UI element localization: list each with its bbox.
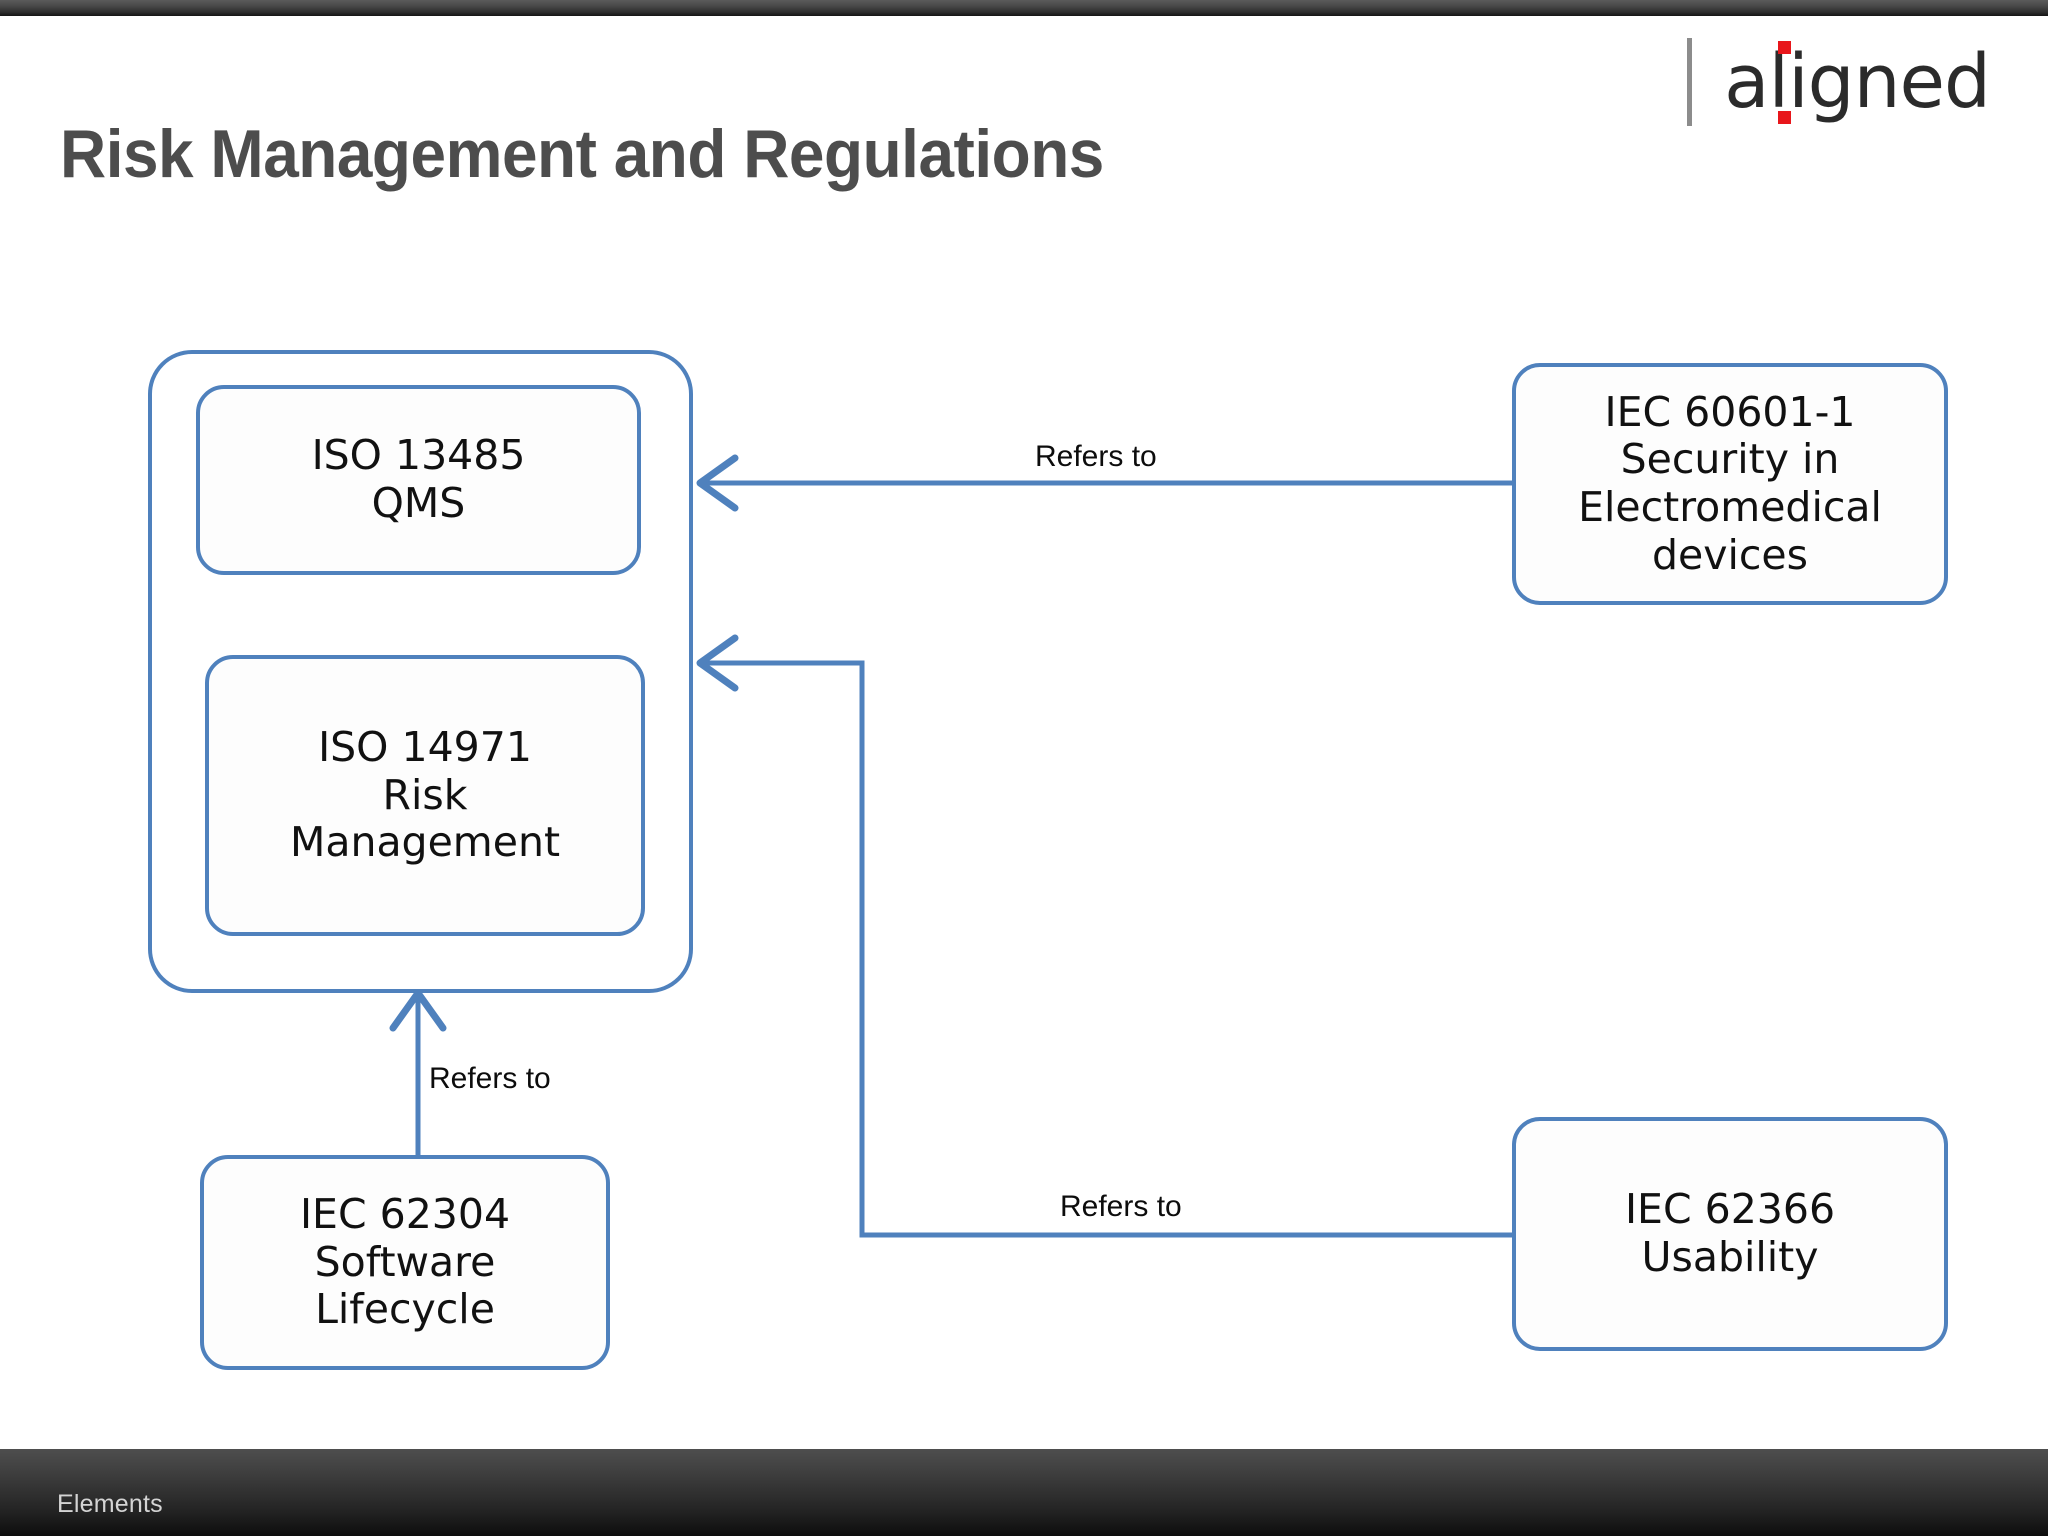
node-iso-13485-label: ISO 13485 QMS: [311, 431, 526, 527]
node-iec-62366-label: IEC 62366 Usability: [1624, 1185, 1836, 1281]
edge-label-iec60601-refers-to: Refers to: [1035, 440, 1157, 473]
brand-accent-dot-bottom-icon: [1778, 111, 1792, 124]
brand-logo: aligned: [1687, 38, 1991, 126]
window-top-bar: [0, 0, 2048, 16]
node-iec-60601-1-label: IEC 60601-1 Security in Electromedical d…: [1578, 387, 1882, 579]
connector-iec62366-to-container: [696, 634, 1512, 1238]
node-iec-62304[interactable]: IEC 62304 Software Lifecycle: [200, 1155, 610, 1370]
brand-accent-dot-top-icon: [1778, 41, 1792, 54]
page-title: Risk Management and Regulations: [60, 116, 1104, 192]
brand-wordmark: aligned: [1724, 41, 1991, 124]
status-bar-label: Elements: [57, 1490, 163, 1518]
node-iso-14971[interactable]: ISO 14971 Risk Management: [205, 655, 645, 936]
node-iso-13485[interactable]: ISO 13485 QMS: [196, 385, 641, 575]
brand-wordmark-text: aligned: [1724, 39, 1991, 125]
node-iso-14971-label: ISO 14971 Risk Management: [289, 723, 561, 867]
node-iec-60601-1[interactable]: IEC 60601-1 Security in Electromedical d…: [1512, 363, 1948, 605]
node-iec-62304-label: IEC 62304 Software Lifecycle: [299, 1190, 511, 1334]
window-status-bar: [0, 1449, 2048, 1536]
node-iec-62366[interactable]: IEC 62366 Usability: [1512, 1117, 1948, 1351]
edge-label-iec62366-refers-to: Refers to: [1060, 1190, 1182, 1223]
brand-divider-icon: [1687, 38, 1693, 126]
edge-label-iec62304-refers-to: Refers to: [429, 1062, 551, 1095]
